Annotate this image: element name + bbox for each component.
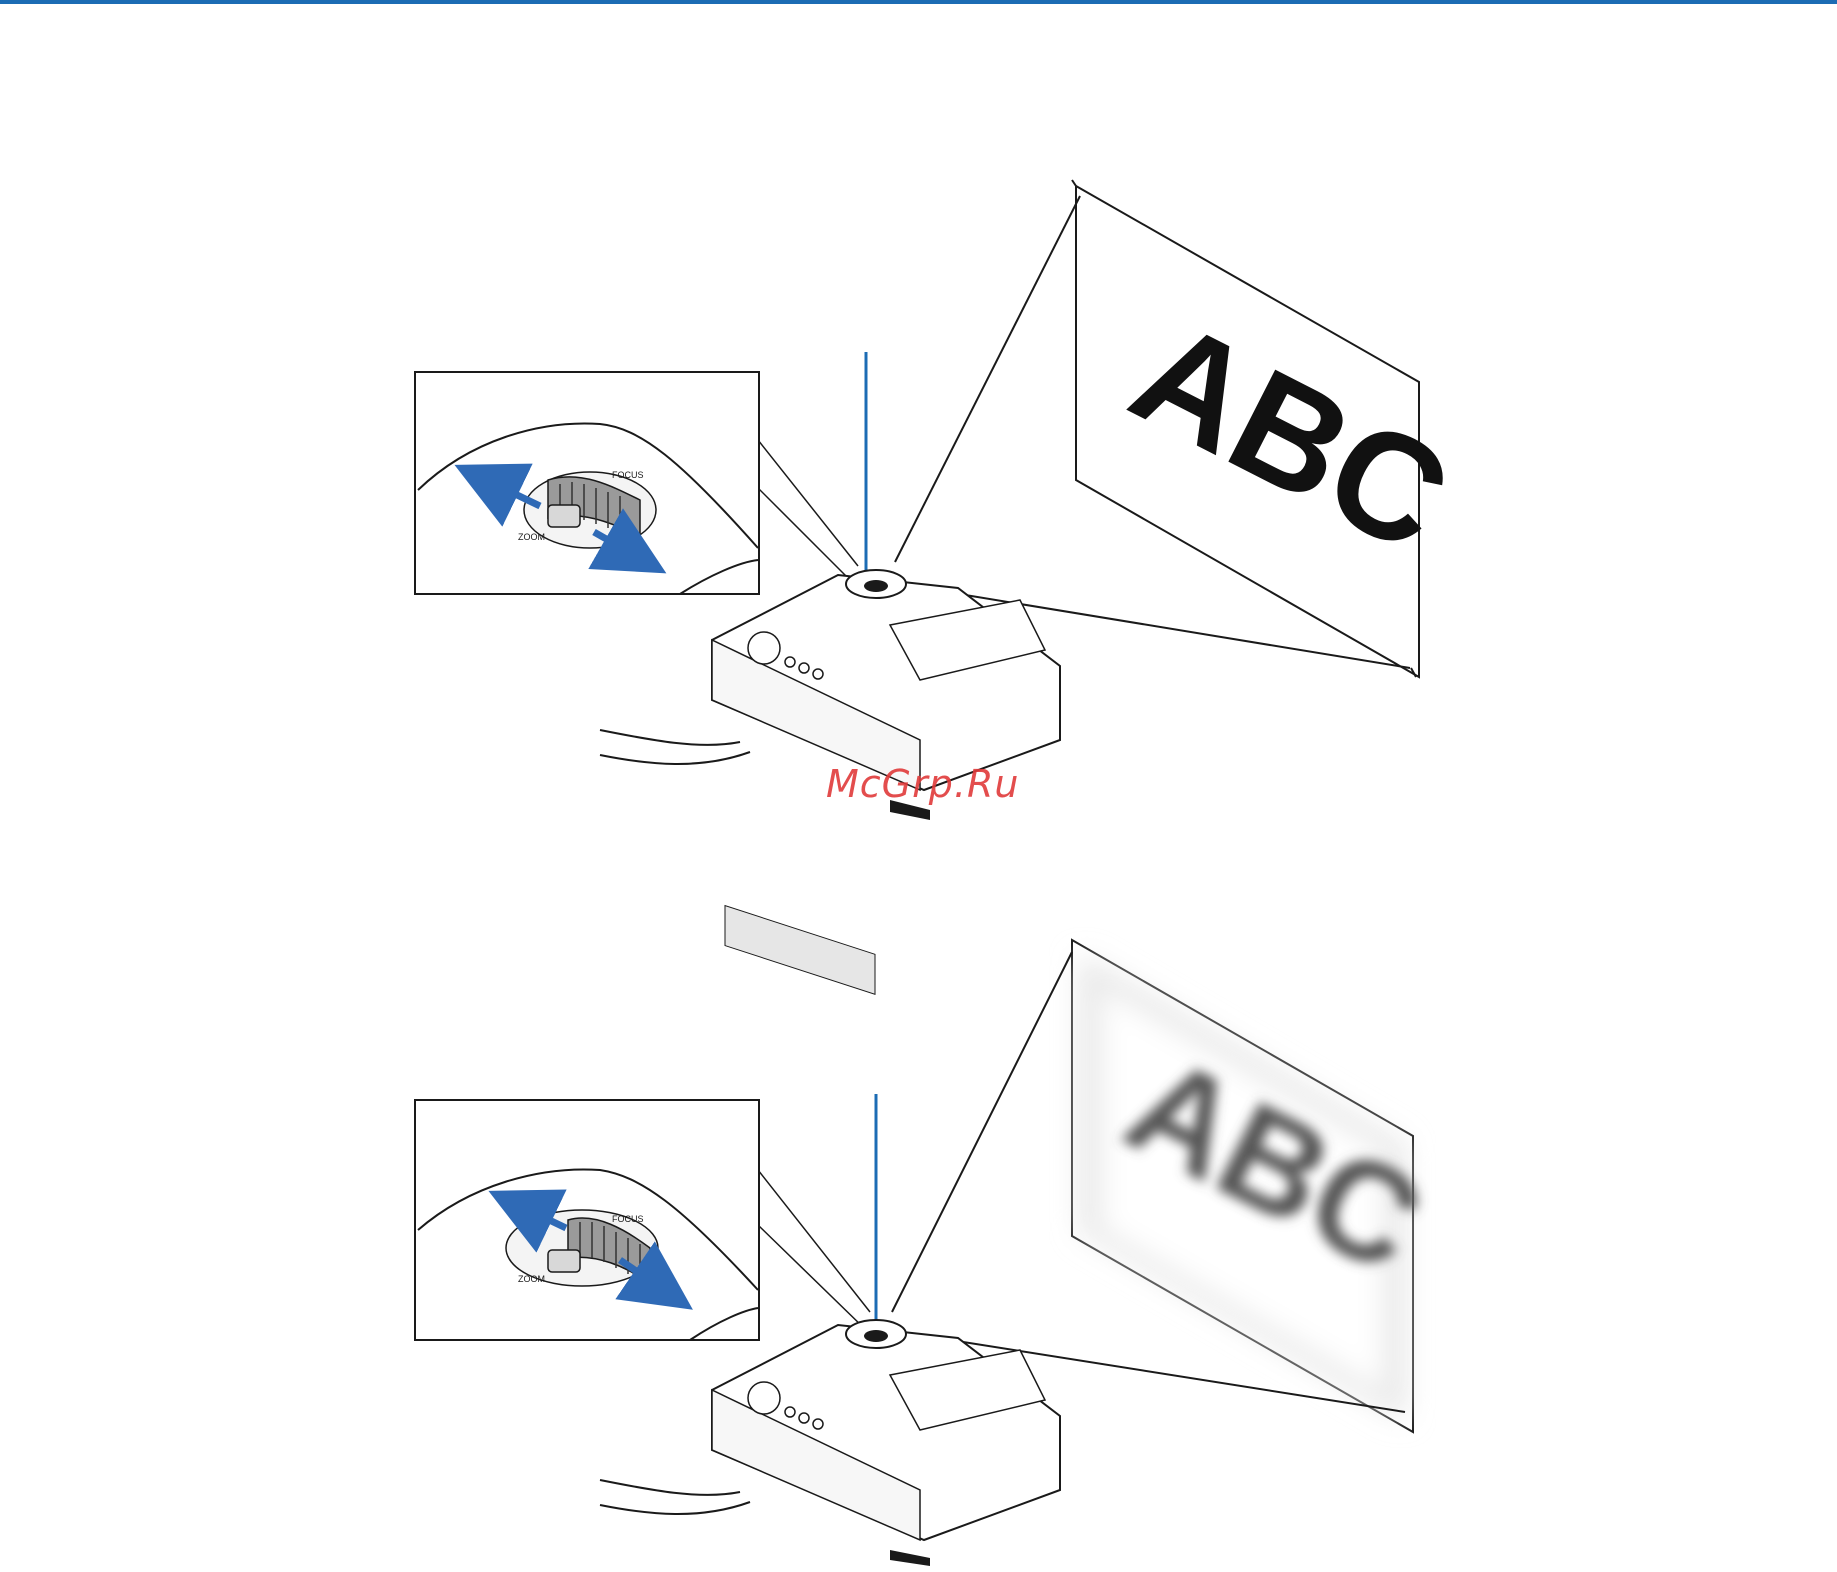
zoom-lever (548, 505, 580, 527)
figure-2: ABC FOCUS ZOOM (415, 940, 1446, 1566)
control-pad-icon (748, 1382, 780, 1414)
inset-lead-line (758, 1225, 866, 1330)
zoom-inset: FOCUS ZOOM (415, 372, 759, 594)
zoom-inset: FOCUS ZOOM (415, 1100, 759, 1340)
beam-line-top (895, 196, 1080, 562)
watermark-text: McGrp.Ru (826, 762, 1019, 806)
zoom-label: ZOOM (518, 532, 545, 542)
projector (600, 1320, 1060, 1566)
projection-screen: ABC (1072, 180, 1474, 677)
power-cable (600, 1480, 740, 1495)
figure-1: ABC FOCUS ZOOM (415, 180, 1474, 994)
focus-label: FOCUS (612, 1214, 644, 1224)
power-cable (600, 730, 740, 745)
control-pad-icon (748, 632, 780, 664)
zoom-label: ZOOM (518, 1274, 545, 1284)
zoom-lever (548, 1250, 580, 1272)
projection-screen: ABC (1072, 940, 1446, 1432)
focus-label: FOCUS (612, 470, 644, 480)
beam-line-top (892, 952, 1072, 1312)
